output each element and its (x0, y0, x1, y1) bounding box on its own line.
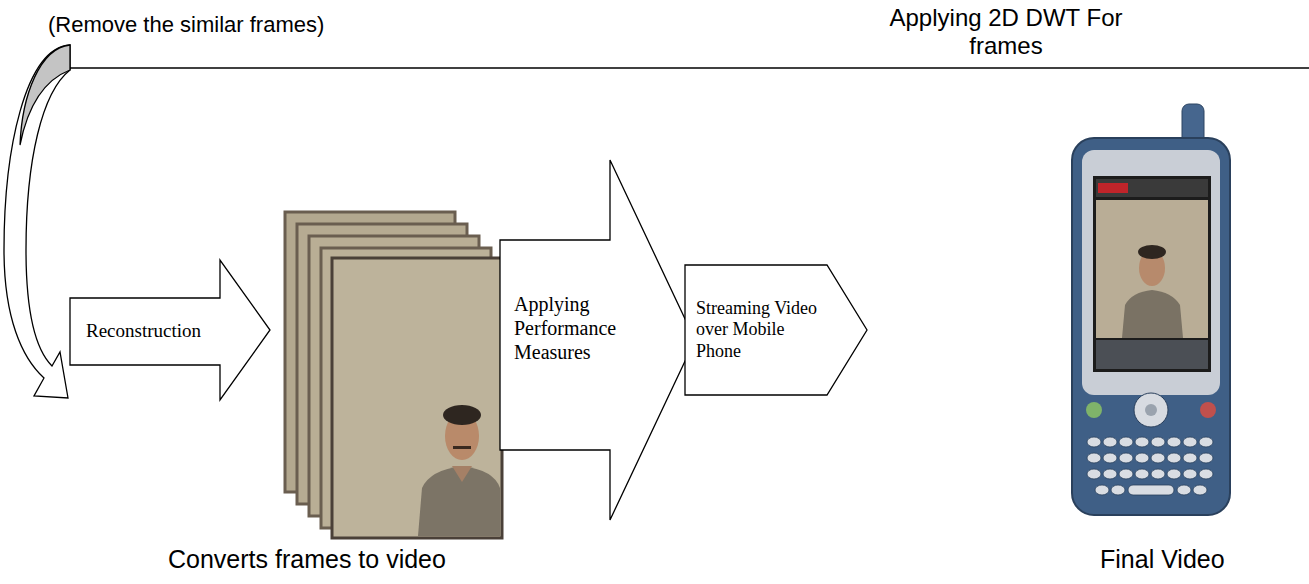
screen-bar (1096, 179, 1208, 197)
annotation-text: Converts frames to video (168, 545, 548, 574)
block-arrow: Reconstruction (70, 260, 270, 400)
video-frame (332, 258, 502, 538)
annotation-text: (Remove the similar frames) (48, 12, 388, 37)
screen-hair (1138, 245, 1166, 259)
neck (452, 466, 472, 482)
call-button (1086, 402, 1102, 418)
screen-video (1096, 200, 1208, 338)
arrow-label: Streaming Video over Mobile Phone (696, 298, 830, 363)
block-arrow-outline (500, 160, 695, 520)
shirt (418, 466, 500, 536)
mobile-phone (1072, 104, 1230, 515)
block-arrow-shape (500, 160, 695, 520)
nav-center (1145, 404, 1157, 416)
curved-arrow (4, 45, 70, 398)
nav-pad (1134, 393, 1168, 427)
annotation-text: Final Video (1100, 545, 1300, 574)
block-arrow-outline (685, 265, 867, 395)
curved-arrow-body (4, 45, 70, 398)
frame-stack (285, 212, 502, 538)
screen-frame (1093, 176, 1211, 372)
phone-body (1072, 138, 1230, 515)
phone-face (1082, 150, 1220, 395)
screen-menu (1096, 340, 1208, 369)
divider-line (70, 67, 1309, 69)
block-arrow: Streaming Video over Mobile Phone (685, 265, 867, 395)
moustache (453, 446, 471, 449)
keypad (1087, 437, 1213, 495)
hair (443, 405, 481, 425)
arrow-label: Applying Performance Measures (514, 292, 649, 364)
block-arrow-outline (70, 260, 270, 400)
block-arrow: Applying Performance Measures (500, 160, 695, 520)
screen-shirt (1122, 290, 1183, 338)
arrow-label: Reconstruction (86, 320, 261, 343)
screen-logo (1098, 183, 1128, 193)
curved-arrow-shade (20, 45, 70, 145)
man-figure (418, 405, 500, 536)
annotation-text: Applying 2D DWT For frames (888, 4, 1124, 59)
end-button (1200, 402, 1216, 418)
